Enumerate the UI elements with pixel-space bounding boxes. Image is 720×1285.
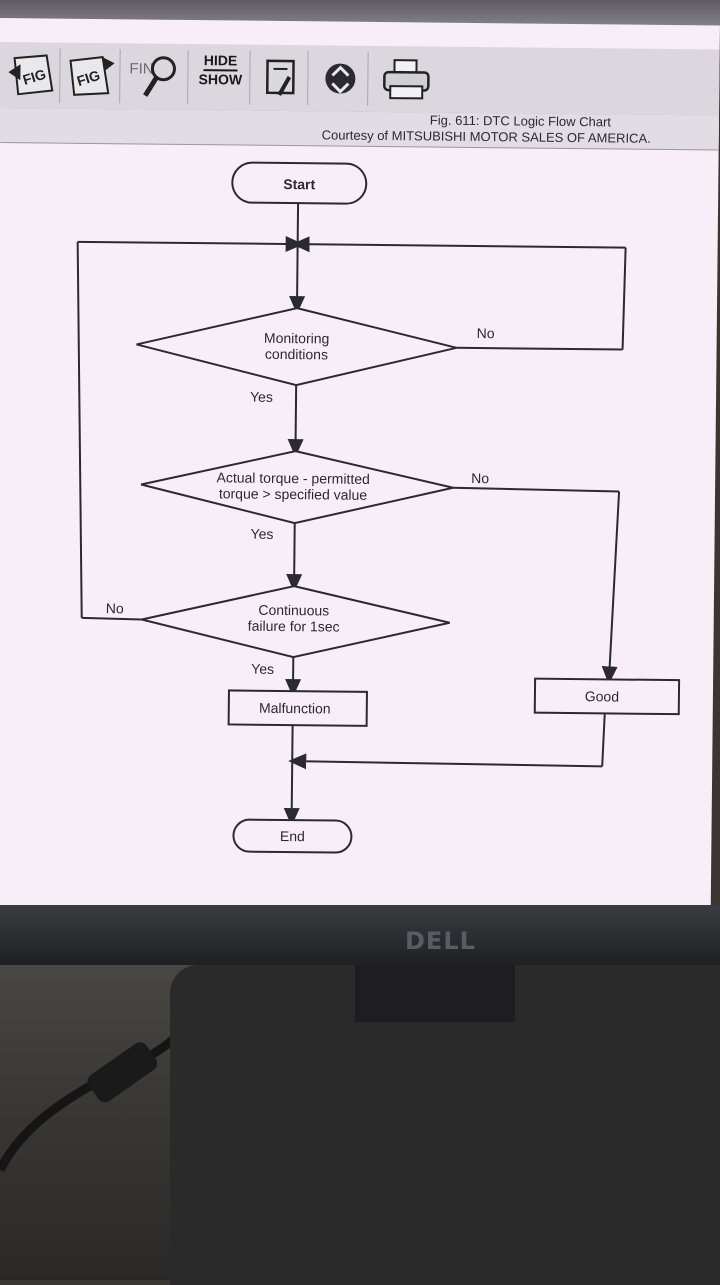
connector-good-down bbox=[602, 713, 605, 766]
decision2-line1: Actual torque - permitted bbox=[216, 469, 369, 487]
connector-malfunction-end bbox=[292, 725, 293, 818]
monitor-bezel bbox=[0, 905, 720, 965]
yes2-label: Yes bbox=[251, 526, 274, 542]
connector-yes2 bbox=[294, 523, 295, 584]
start-label: Start bbox=[283, 176, 315, 192]
connector-loop-top-left bbox=[78, 242, 296, 244]
malfunction-label: Malfunction bbox=[259, 700, 331, 717]
decision2-line2: torque > specified value bbox=[219, 485, 368, 503]
decision3-line2: failure for 1sec bbox=[248, 618, 340, 635]
connector-no2-down bbox=[609, 491, 619, 676]
yes3-label: Yes bbox=[251, 661, 274, 677]
connector-merge-decision1 bbox=[297, 244, 298, 306]
connector-no1-right bbox=[457, 348, 623, 350]
connector-yes1 bbox=[296, 385, 297, 449]
decision1-line2: conditions bbox=[265, 346, 328, 363]
monitor-brand-logo: DELL bbox=[405, 927, 476, 955]
connector-no3-up bbox=[74, 242, 86, 618]
no2-label: No bbox=[471, 470, 489, 486]
dtc-logic-flowchart: Start Monitoring conditions Actual torqu… bbox=[0, 18, 720, 925]
monitor-screen: FIG FIG FIN HIDE SHOW bbox=[0, 18, 720, 925]
connector-no3-left bbox=[82, 618, 142, 620]
no1-label: No bbox=[477, 325, 495, 341]
end-label: End bbox=[280, 828, 305, 844]
decision3-line1: Continuous bbox=[258, 602, 329, 619]
yes1-label: Yes bbox=[250, 389, 273, 405]
connector-good-join bbox=[296, 761, 602, 766]
connector-no2-right bbox=[453, 488, 619, 492]
no3-label: No bbox=[106, 600, 124, 616]
monitor-stand-neck bbox=[355, 962, 515, 1022]
connector-loop-top-right bbox=[300, 244, 626, 247]
connector-no1-up bbox=[623, 248, 626, 350]
good-label: Good bbox=[585, 688, 619, 704]
decision1-line1: Monitoring bbox=[264, 330, 330, 347]
